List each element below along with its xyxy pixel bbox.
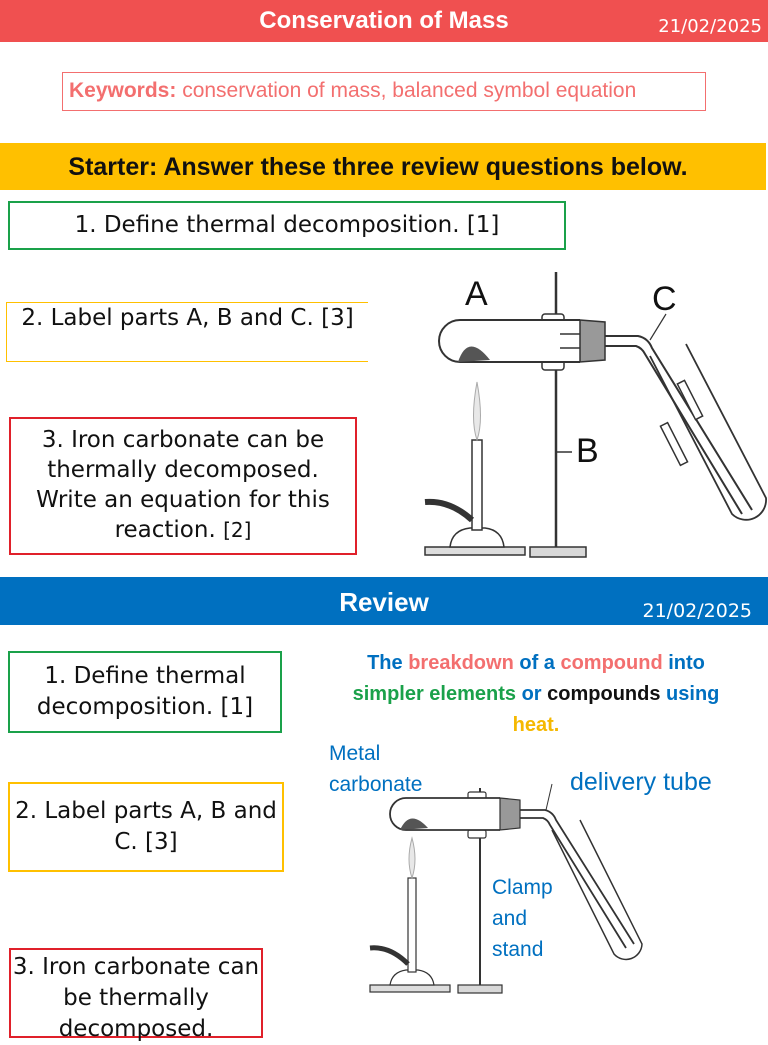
label-delivery-tube: delivery tube [570, 768, 712, 796]
question-3-text: 3. Iron carbonate can be thermally decom… [36, 427, 330, 543]
clamp-stand-icon [529, 272, 587, 558]
question-1-box: 1. Define thermal decomposition. [1] [8, 201, 566, 250]
label-clamp-stand: Clamp and stand [492, 872, 553, 965]
slide-1-title: Conservation of Mass [259, 7, 509, 34]
answer-word: into [662, 652, 705, 674]
test-tube-icon [438, 319, 606, 363]
label-clamp-line-2: and [492, 907, 528, 930]
question-3-marks: [2] [223, 518, 252, 542]
review-question-1-text: 1. Define thermal decomposition. [1] [36, 663, 254, 720]
starter-bar [0, 143, 766, 190]
answer-compound: compound [560, 652, 663, 674]
keywords-label: Keywords: [69, 79, 177, 102]
label-a: A [465, 275, 488, 313]
question-2-box: 2. Label parts A, B and C. [3] [6, 302, 368, 362]
bunsen-burner-icon [424, 381, 526, 556]
label-metal-carbonate: Metal carbonate [329, 742, 423, 796]
review-question-3-text: 3. Iron carbonate can be thermally decom… [12, 954, 260, 1042]
answer-word: or [516, 683, 548, 705]
apparatus-diagram: A B C [424, 272, 767, 558]
slide-1-title-bar [0, 0, 768, 42]
starter-text: Starter: Answer these three review quest… [68, 153, 688, 181]
review-question-1-box: 1. Define thermal decomposition. [1] [8, 651, 282, 733]
slide-2-title: Review [339, 587, 429, 617]
keywords-box: Keywords: conservation of mass, balanced… [62, 72, 706, 111]
definition-answer: The breakdown of a compound into simpler… [326, 648, 746, 741]
label-b: B [576, 432, 599, 470]
question-1-text: 1. Define thermal decomposition. [1] [74, 212, 500, 238]
label-clamp-line-1: Clamp [492, 876, 553, 899]
label-c: C [652, 280, 677, 318]
answer-heat: heat. [512, 714, 560, 736]
review-apparatus-diagram [369, 783, 643, 994]
slide-2-title-bar [0, 577, 768, 625]
answer-breakdown: breakdown [408, 652, 514, 674]
slide-1-date: 21/02/2025 [658, 16, 762, 37]
review-question-2-text: 2. Label parts A, B and C. [3] [15, 798, 277, 855]
answer-word: using [660, 683, 720, 705]
review-question-2-box: 2. Label parts A, B and C. [3] [8, 782, 284, 872]
delivery-tube-icon [520, 809, 643, 961]
question-2-text: 2. Label parts A, B and C. [3] [21, 305, 354, 331]
answer-word: The [367, 652, 409, 674]
label-clamp-line-3: stand [492, 938, 544, 961]
test-tube-icon [389, 797, 521, 831]
slide-2-date: 21/02/2025 [642, 600, 752, 622]
review-question-3-box: 3. Iron carbonate can be thermally decom… [9, 948, 263, 1042]
delivery-tube-icon [605, 335, 767, 521]
answer-simpler-elements: simpler elements [352, 683, 517, 705]
question-3-box: 3. Iron carbonate can be thermally decom… [9, 417, 357, 555]
keywords-text: conservation of mass, balanced symbol eq… [176, 79, 637, 102]
bunsen-burner-icon [369, 836, 451, 993]
answer-compounds: compounds [547, 683, 661, 705]
answer-word: of a [513, 652, 561, 674]
